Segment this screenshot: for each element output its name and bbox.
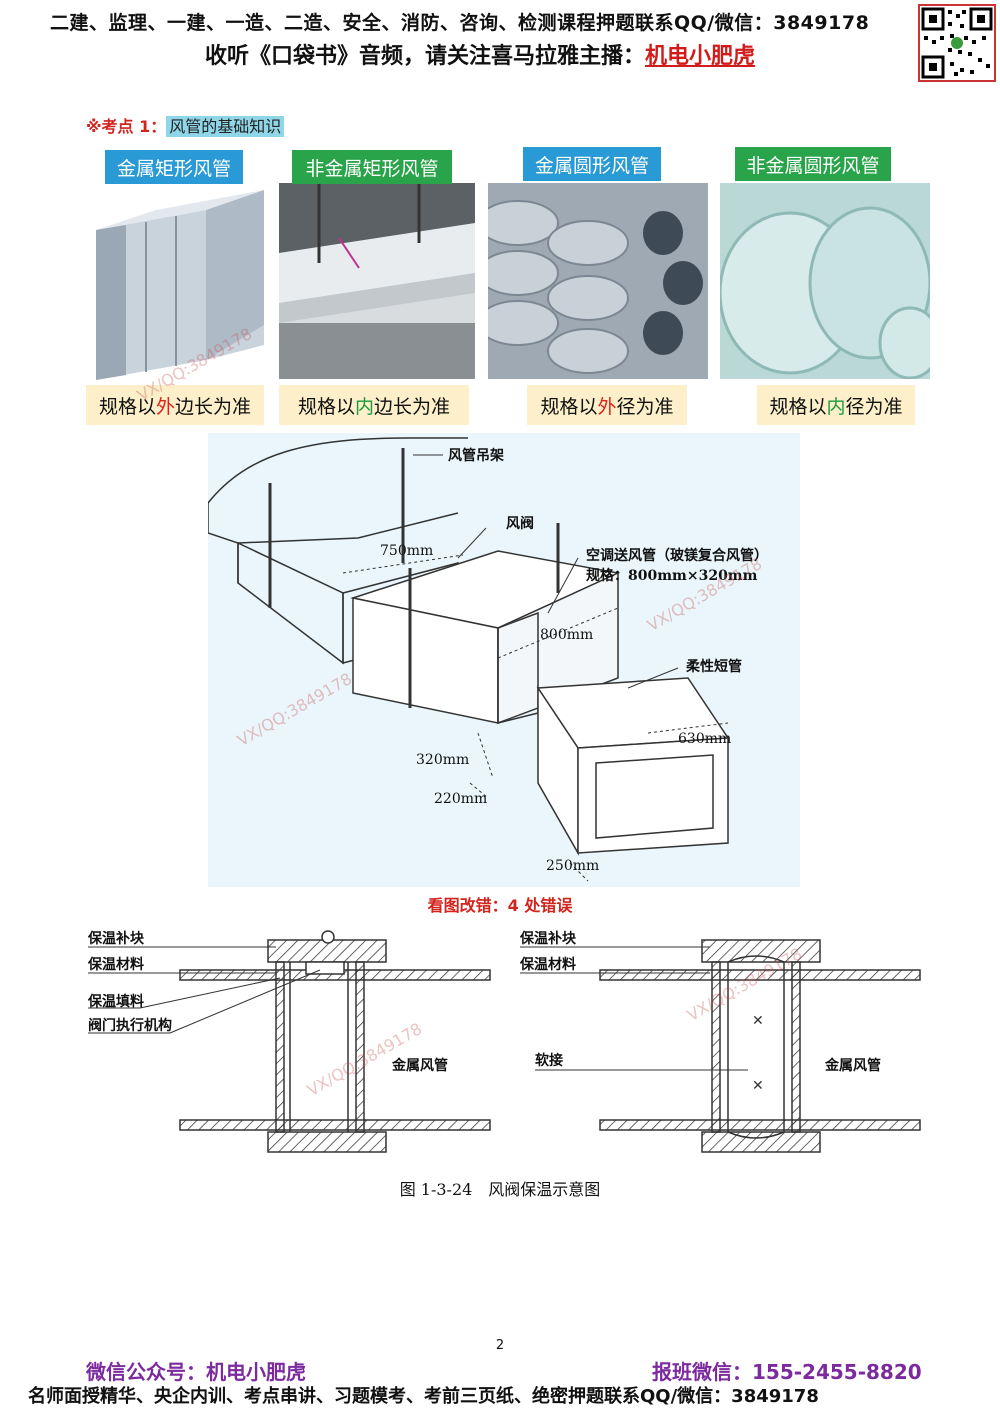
label-hanger: 风管吊架 — [448, 447, 504, 464]
dim-800: 800mm — [540, 627, 593, 643]
left-label-metal-duct: 金属风管 — [391, 1057, 448, 1074]
duct-type-badge-3: 金属圆形风管 — [523, 147, 661, 181]
footer-wechat-public: 微信公众号：机电小肥虎 — [86, 1360, 306, 1384]
duct-type-badge-2: 非金属矩形风管 — [292, 150, 452, 184]
page-number: 2 — [495, 1338, 505, 1353]
photo-nonmetal-round-duct — [720, 183, 930, 379]
duct-caption-1-pre: 规格以 — [98, 395, 156, 418]
duct-caption-2-pre: 规格以 — [297, 395, 355, 418]
dim-750: 750mm — [380, 543, 433, 559]
key-point-topic: 风管的基础知识 — [166, 116, 285, 137]
duct-caption-4: 规格以内径为准 — [757, 385, 915, 425]
soft-joint-mark-2: ✕ — [752, 1078, 764, 1094]
label-supply-duct: 空调送风管（玻镁复合风管） — [586, 547, 768, 564]
duct-caption-4-pre: 规格以 — [769, 395, 827, 418]
photo-nonmetal-rectangular-duct — [279, 183, 475, 379]
duct-caption-1: 规格以外边长为准 — [86, 385, 264, 425]
label-spec: 规格：800mm×320mm — [586, 567, 758, 584]
photo-metal-rectangular-duct — [86, 150, 266, 382]
right-label-material: 保温材料 — [519, 956, 576, 973]
duct-installation-diagram: 风管吊架 风阀 空调送风管（玻镁复合风管） 规格：800mm×320mm 柔性短… — [207, 433, 800, 887]
left-label-filler: 保温填料 — [87, 993, 144, 1010]
right-label-soft-joint: 软接 — [535, 1052, 563, 1069]
header-host-name: 机电小肥虎 — [645, 44, 756, 69]
duct-caption-2: 规格以内边长为准 — [279, 385, 469, 425]
duct-caption-2-post: 边长为准 — [374, 395, 451, 418]
dim-250: 250mm — [546, 858, 599, 874]
footer-contact-line: 名师面授精华、央企内训、考点串讲、习题模考、考前三页纸、绝密押题联系QQ/微信：… — [28, 1386, 819, 1407]
photo-metal-round-duct — [488, 183, 708, 379]
label-damper: 风阀 — [506, 515, 534, 532]
header-contact-line: 二建、监理、一建、一造、二造、安全、消防、咨询、检测课程押题联系QQ/微信：38… — [50, 12, 870, 34]
duct-caption-1-highlight: 外 — [155, 395, 175, 418]
footer-enroll-wechat: 报班微信：155-2455-8820 — [652, 1360, 922, 1384]
right-label-patch: 保温补块 — [519, 930, 577, 947]
duct-caption-3: 规格以外径为准 — [527, 385, 687, 425]
duct-caption-2-highlight: 内 — [354, 395, 374, 418]
duct-caption-3-post: 径为准 — [616, 395, 674, 418]
figure-caption: 图 1-3-24 风阀保温示意图 — [399, 1180, 601, 1199]
duct-caption-4-post: 径为准 — [845, 395, 903, 418]
left-label-actuator: 阀门执行机构 — [88, 1017, 172, 1034]
label-flexible-joint: 柔性短管 — [685, 658, 742, 675]
duct-type-badge-1: 金属矩形风管 — [105, 150, 243, 184]
duct-caption-3-highlight: 外 — [597, 395, 617, 418]
duct-type-badge-4: 非金属圆形风管 — [735, 147, 891, 181]
damper-insulation-diagrams: 保温补块 保温材料 保温填料 阀门执行机构 金属风管 ✕ ✕ 保温补块 保温材料… — [80, 920, 930, 1160]
dim-320: 320mm — [416, 752, 469, 768]
right-label-metal-duct: 金属风管 — [824, 1057, 881, 1074]
left-label-patch: 保温补块 — [87, 930, 145, 947]
key-point-label: ※考点 1： — [86, 117, 167, 136]
key-point-heading: ※考点 1：风管的基础知识 — [86, 113, 285, 137]
duct-caption-4-highlight: 内 — [826, 395, 846, 418]
dim-630: 630mm — [678, 731, 731, 747]
left-label-material: 保温材料 — [87, 956, 144, 973]
duct-caption-3-pre: 规格以 — [540, 395, 598, 418]
header-audio-line: 收听《口袋书》音频，请关注喜马拉雅主播：机电小肥虎 — [205, 38, 755, 70]
soft-joint-mark-1: ✕ — [752, 1013, 764, 1029]
qr-code-image — [918, 4, 996, 82]
header-audio-prefix: 收听《口袋书》音频，请关注喜马拉雅主播： — [205, 44, 646, 69]
dim-220: 220mm — [434, 791, 487, 807]
diagram-error-title: 看图改错：4 处错误 — [427, 896, 573, 915]
duct-caption-1-post: 边长为准 — [175, 395, 252, 418]
